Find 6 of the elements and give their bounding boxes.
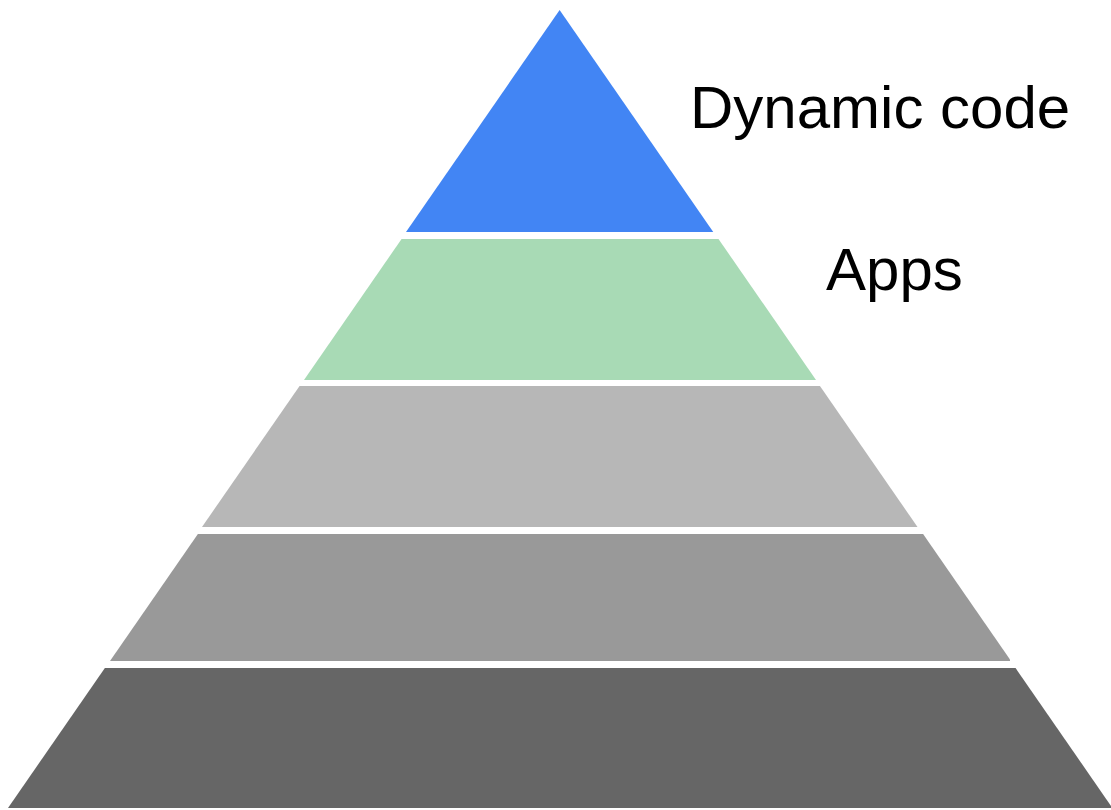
layer-label: Apps [826,240,963,300]
pyramid-layer-band [303,239,817,380]
pyramid-layer-band [202,386,918,527]
pyramid-layer-band [109,534,1011,661]
pyramid-layer-band [7,668,1111,808]
layer-label: Dynamic code [690,78,1071,138]
